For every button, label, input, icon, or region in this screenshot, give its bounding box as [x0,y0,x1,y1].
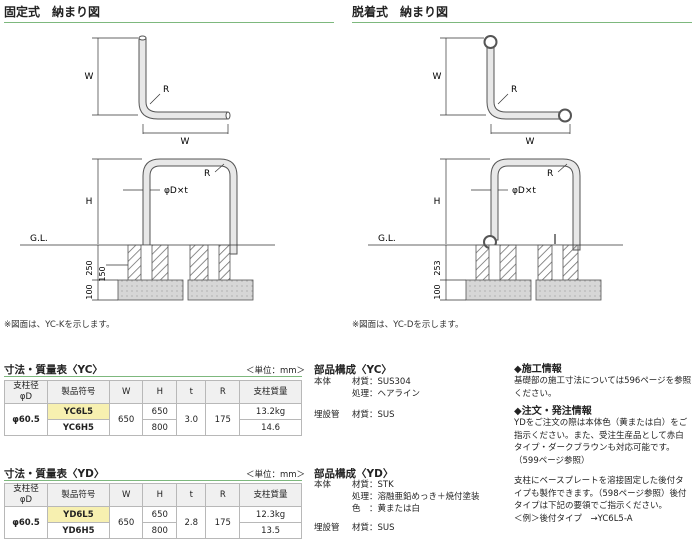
cell-h: 650 [142,506,178,523]
front-view-bollard-removable [483,158,581,251]
cell-code: YD6L5 [47,506,110,523]
front-phi-label: φD×t [164,186,188,196]
table-yc-unit: ＜単位：mm＞ [246,366,306,376]
cell-mass: 13.5 [239,522,302,539]
cell-r: 175 [205,403,241,436]
th-code: 製品符号 [47,380,110,404]
table-yc: 支柱径 φD 製品符号 W H t R 支柱質量 φ60.5 YC6L5 650… [4,380,302,436]
dim-100-left: 100 [85,284,94,299]
order-info-text: YDをご注文の際は本体色（黄または白）をご指示ください。また、受注生産品として赤… [514,418,688,466]
right-title-rule [352,22,692,23]
cell-h: 650 [142,403,178,420]
info-column: ◆施工情報 基礎部の施工寸法については596ページを参照ください。 ◆注文・発注… [514,360,692,525]
th-r: R [205,380,241,404]
example-text: ＜例＞後付タイプ →YC6L5-A [514,513,633,524]
front-h-label-r: H [434,197,441,207]
table-yd-title: 寸法・質量表〈YD〉 [4,468,105,480]
top-w-horizontal-label: W [181,137,190,147]
removable-type-drawing: W W R H φD×t R G.L. 253 100 [368,35,623,301]
th-t: t [176,380,207,404]
cell-mass: 12.3kg [239,506,302,523]
cell-h: 800 [142,419,178,436]
th-code: 製品符号 [47,483,110,507]
th-mass: 支柱質量 [239,380,302,404]
cell-mass: 13.2kg [239,403,302,420]
right-drawing-note: ※図面は、YC-Dを示します。 [352,320,464,330]
left-title-rule [4,22,334,23]
comp-yc-title: 部品構成〈YC〉 [314,364,392,376]
front-view-bollard [142,158,238,255]
comp-yd-title: 部品構成〈YD〉 [314,468,394,480]
left-section-title: 固定式 納まり図 [4,5,101,19]
dim-250: 250 [85,260,94,275]
top-view-bollard-removable [483,35,572,123]
th-h: H [142,483,178,507]
dim-253: 253 [433,260,442,275]
top-w-horizontal-label-r: W [526,137,535,147]
th-w: W [108,483,144,507]
front-h-label: H [86,197,93,207]
base-left-r [465,279,532,301]
construction-info-text: 基礎部の施工寸法については596ページを参照ください。 [514,376,692,399]
base-right-r [535,279,602,301]
base-plate-text: 支柱にベースプレートを溶接固定した後付タイプも製作できます。（598ページ参照）… [514,476,687,511]
construction-info-title: ◆施工情報 [514,364,562,375]
right-section-title: 脱着式 納まり図 [352,5,449,19]
fixed-type-drawing: W W R H φD×t R G.L. 250 150 100 [20,35,275,301]
th-mass: 支柱質量 [239,483,302,507]
order-info-title: ◆注文・発注情報 [514,406,592,417]
front-r-label-r: R [547,169,553,179]
gl-label: G.L. [30,234,48,244]
dim-100-right: 100 [433,284,442,299]
cell-h: 800 [142,522,178,539]
th-w: W [108,380,144,404]
front-r-label: R [204,169,210,179]
table-yc-title: 寸法・質量表〈YC〉 [4,364,103,376]
front-phi-label-r: φD×t [512,186,536,196]
cell-mass: 14.6 [239,419,302,436]
cell-code: YC6L5 [47,403,110,420]
comp-yc-list: 本体材質：SUS304 処理：ヘアライン 埋設管材質：SUS [314,377,421,420]
dim-150: 150 [98,266,107,281]
table-yd: 支柱径 φD 製品符号 W H t R 支柱質量 φ60.5 YD6L5 650… [4,483,302,539]
cell-dia: φ60.5 [4,403,48,436]
top-w-vertical-label: W [85,72,94,82]
comp-yd-list: 本体材質：STK 処理：溶融亜鉛めっき＋焼付塗装 色 ：黄または白 埋設管材質：… [314,480,480,533]
base-left [117,279,184,301]
top-view-bollard [138,35,231,120]
top-r-label: R [163,85,169,95]
gl-label-r: G.L. [378,234,396,244]
cell-code: YC6H5 [47,419,110,436]
cell-code: YD6H5 [47,522,110,539]
th-dia: 支柱径 φD [4,380,48,404]
top-w-vertical-label-r: W [433,72,442,82]
left-drawing-note: ※図面は、YC-Kを示します。 [4,320,115,330]
top-r-label-r: R [511,85,517,95]
table-yd-unit: ＜単位：mm＞ [246,470,306,480]
th-r: R [205,483,241,507]
th-t: t [176,483,207,507]
cell-t: 3.0 [176,403,207,436]
base-right [187,279,254,301]
cell-w: 650 [108,403,144,436]
th-h: H [142,380,178,404]
th-dia: 支柱径 φD [4,483,48,507]
